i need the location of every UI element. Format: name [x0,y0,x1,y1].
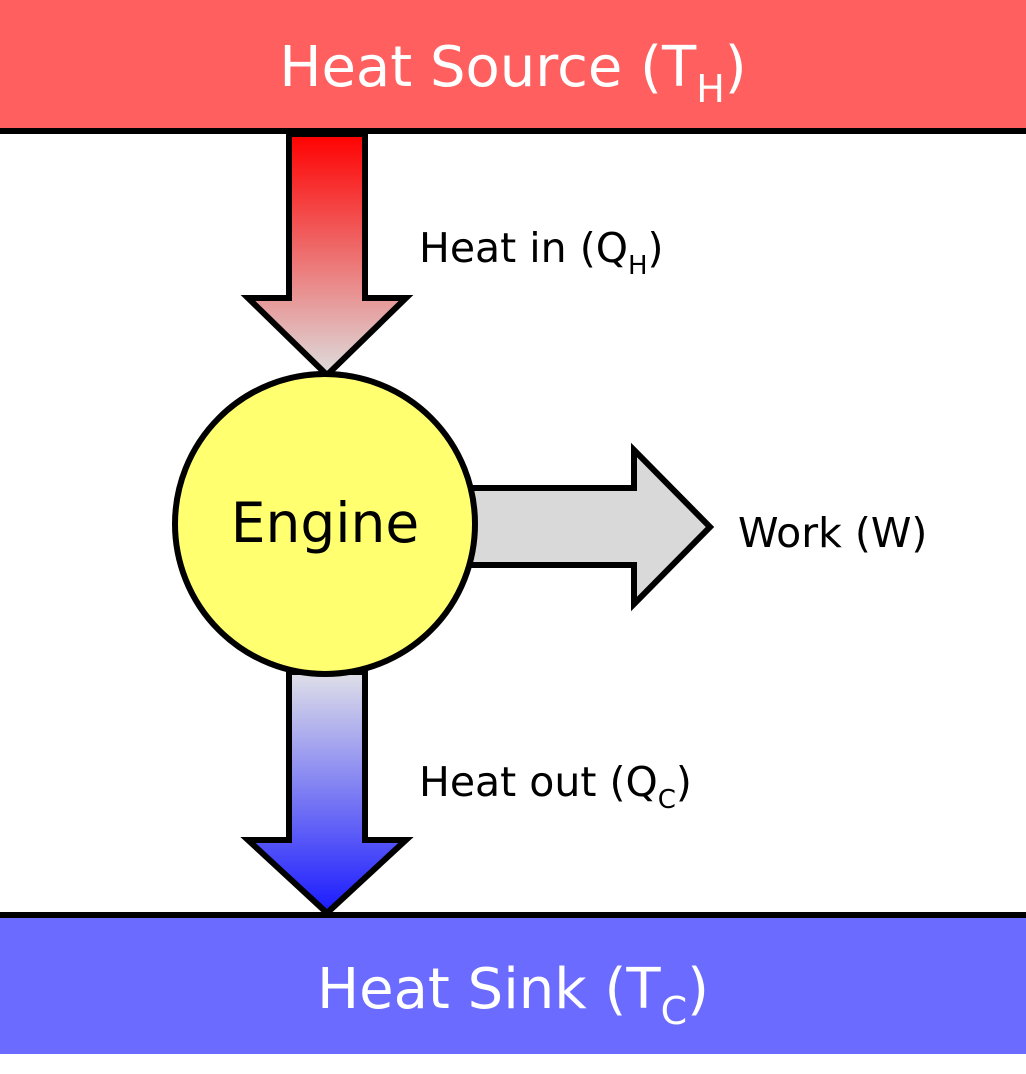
heat-out-text: Heat out (Q [419,758,658,806]
heat-source-text: Heat Source (T [279,35,697,100]
work-label: Work (W) [738,509,928,557]
heat-sink-subscript: C [660,989,688,1033]
heat-in-text: Heat in (Q [419,224,628,272]
heat-in-arrow [240,131,414,380]
heat-source-label: Heat Source (TH) [0,40,1026,109]
heat-sink-label: Heat Sink (TC) [0,962,1026,1031]
heat-sink-text: Heat Sink (T [317,957,661,1022]
heat-in-label: Heat in (QH) [419,228,664,280]
heat-source-subscript: H [696,67,725,111]
work-arrow [452,442,715,612]
heat-out-label: Heat out (QC) [419,762,692,814]
heat-out-arrow [240,669,414,918]
heat-in-subscript: H [627,251,648,281]
heat-source-band: Heat Source (TH) [0,0,1026,134]
engine-label: Engine [230,491,420,555]
heat-source-closing: ) [724,35,747,100]
heat-out-closing: ) [675,758,692,806]
engine-circle [172,371,478,677]
heat-sink-band: Heat Sink (TC) [0,912,1026,1054]
heat-out-subscript: C [657,785,676,815]
heat-in-closing: ) [647,224,664,272]
heat-sink-closing: ) [687,957,709,1022]
